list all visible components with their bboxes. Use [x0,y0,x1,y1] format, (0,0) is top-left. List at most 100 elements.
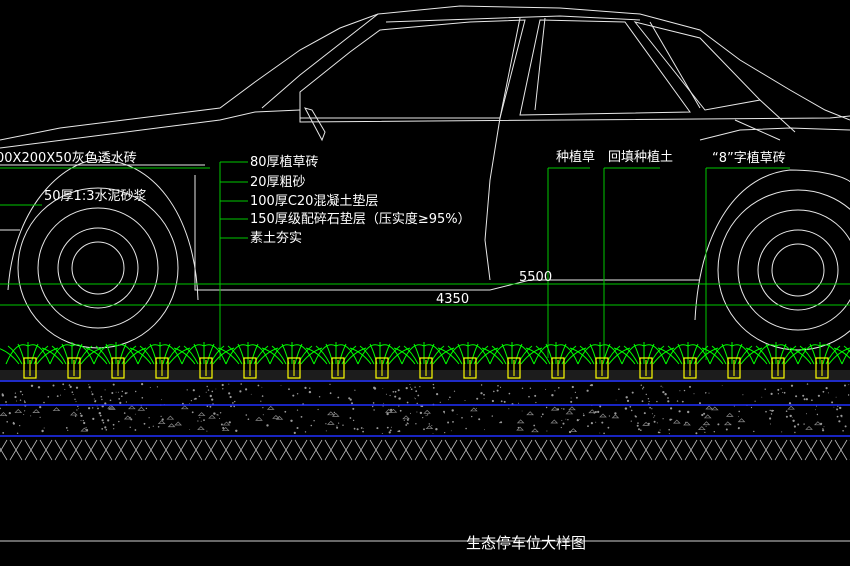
gravel-dot [16,432,19,434]
gravel-dot [416,411,418,413]
dimension-inner: 4350 [436,292,469,307]
gravel-dot [189,429,191,430]
gravel-dot [769,417,772,420]
paver-brick [419,357,433,379]
gravel-dot [678,410,681,413]
gravel-dot [521,410,523,412]
gravel-dot [91,391,93,393]
gravel-dot [681,400,684,403]
gravel-dot [518,402,520,404]
gravel-stone [611,414,620,419]
gravel-dot [624,407,628,410]
hatch-stroke [489,439,503,461]
hatch-stroke [369,439,383,461]
gravel-dot [385,393,387,395]
gravel-dot [390,426,392,428]
hatch-stroke [84,439,98,461]
gravel-dot [24,410,26,412]
gravel-dot [143,422,146,425]
gravel-dot [125,401,127,403]
gravel-dot [771,409,774,412]
gravel-dot [449,396,451,399]
gravel-stone [384,408,393,413]
gravel-dot [421,405,424,408]
gravel-dot [88,386,91,389]
drawing-title: 生态停车位大样图 [466,534,586,552]
gravel-dot [780,388,782,390]
gravel-dot [444,412,445,414]
gravel-dot [376,427,379,430]
grass-tuft [349,342,411,365]
gravel-dot [410,386,411,388]
gravel-dot [508,408,510,410]
gravel-dot [452,421,454,423]
gravel-dot [94,400,97,403]
hatch-stroke [39,439,53,461]
gravel-dot [484,429,485,431]
gravel-stone [197,412,206,416]
grass-tuft [217,342,279,365]
gravel-stone [157,420,166,425]
gravel-dot [37,386,41,389]
gravel-dot [80,414,83,417]
gravel-dot [529,387,532,389]
gravel-stone [327,420,335,425]
gravel-dot [551,394,554,397]
gravel-dot [478,418,481,421]
gravel-dot [318,396,321,398]
gravel-dot [791,416,793,418]
gravel-dot [668,428,670,431]
gravel-dot [629,406,632,408]
hatch-stroke [54,439,68,461]
paver-brick [23,357,37,379]
gravel-dot [124,392,127,395]
gravel-stone [672,419,681,424]
gravel-stone [723,421,732,426]
gravel-dot [354,389,356,391]
hatch-stroke [594,439,608,461]
gravel-dot [104,389,106,391]
gravel-dot [209,405,212,408]
hatch-stroke [414,439,428,461]
gravel-dot [461,417,463,419]
gravel-dot [561,408,563,410]
gravel-dot [601,421,604,424]
gravel-dot [111,392,114,394]
gravel-dot [414,397,415,399]
gravel-dot [91,393,94,396]
gravel-dot [304,386,307,389]
paver-brick [111,357,125,379]
gravel-dot [822,390,825,393]
hatch-stroke [564,439,578,461]
gravel-dot [662,418,664,420]
gravel-dot [415,390,418,393]
gravel-dot [193,398,196,400]
hatch-stroke [639,439,653,461]
gravel-dot [431,425,433,426]
gravel-stone [255,416,263,421]
leader-lines [0,161,850,360]
gravel-stone [737,418,746,423]
gravel-dot [444,432,446,434]
gravel-dot [545,406,548,409]
gravel-dot [23,414,25,415]
gravel-dot [670,407,673,410]
gravel-dot [436,393,439,396]
hatch-stroke [114,439,128,461]
gravel-stone [222,421,231,426]
gravel-dot [207,389,210,391]
gravel-dot [206,405,209,408]
gravel-dot [689,385,691,388]
gravel-dot [161,399,162,401]
gravel-dot [451,409,454,412]
paver-brick [551,357,565,379]
gravel-dot [325,430,327,432]
gravel-dot [363,428,365,429]
gravel-stone [402,415,410,420]
label-grass: 种植草 [556,150,595,165]
gravel-dot [493,390,495,393]
gravel-dot [654,415,656,417]
gravel-dot [14,392,16,394]
hatch-stroke [774,439,788,461]
gravel-dot [607,426,610,429]
